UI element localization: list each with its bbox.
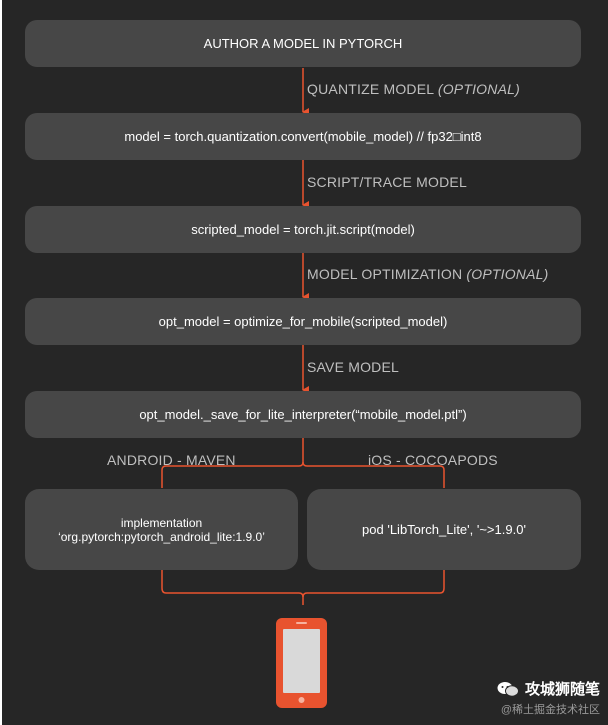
step-author-text: AUTHOR A MODEL IN PYTORCH bbox=[203, 36, 403, 51]
branch-ios-label: iOS - COCOAPODS bbox=[368, 452, 498, 468]
branch-android-label: ANDROID - MAVEN bbox=[107, 452, 236, 468]
phone-icon bbox=[276, 618, 327, 708]
ios-box-text: pod 'LibTorch_Lite', '~>1.9.0' bbox=[362, 522, 526, 537]
android-line-1: implementation bbox=[120, 515, 203, 530]
edge-save-label: SAVE MODEL bbox=[307, 359, 399, 375]
edge-quantize-label: QUANTIZE MODEL (OPTIONAL) bbox=[307, 81, 520, 97]
edge-optimize-label: MODEL OPTIMIZATION (OPTIONAL) bbox=[307, 266, 549, 282]
step-save-text: opt_model._save_for_lite_interpreter(“mo… bbox=[139, 407, 467, 422]
step-script-text: scripted_model = torch.jit.script(model) bbox=[191, 222, 415, 237]
watermark-sub: @稀土掘金技术社区 bbox=[500, 704, 600, 716]
wechat-icon bbox=[497, 681, 519, 697]
branch-left-bottom bbox=[161, 570, 304, 605]
edge-script-label: SCRIPT/TRACE MODEL bbox=[307, 174, 467, 190]
step-script: scripted_model = torch.jit.script(model) bbox=[25, 206, 581, 253]
watermark-title: 攻城狮随笔 bbox=[524, 681, 600, 698]
step-quantize: model = torch.quantization.convert(mobil… bbox=[25, 113, 581, 160]
watermark: 攻城狮随笔 @稀土掘金技术社区 bbox=[497, 678, 600, 717]
android-line-2: ‘org.pytorch:pytorch_android_lite:1.9.0’ bbox=[58, 529, 265, 544]
step-quantize-text: model = torch.quantization.convert(mobil… bbox=[124, 129, 482, 144]
step-optimize-text: opt_model = optimize_for_mobile(scripted… bbox=[158, 314, 448, 329]
step-save: opt_model._save_for_lite_interpreter(“mo… bbox=[25, 391, 581, 438]
step-optimize: opt_model = optimize_for_mobile(scripted… bbox=[25, 298, 581, 345]
branch-right-bottom bbox=[302, 570, 445, 598]
step-author: AUTHOR A MODEL IN PYTORCH bbox=[25, 20, 581, 67]
android-box: implementation ‘org.pytorch:pytorch_andr… bbox=[25, 489, 298, 570]
branch-right-top bbox=[302, 461, 445, 488]
ios-box: pod 'LibTorch_Lite', '~>1.9.0' bbox=[307, 489, 581, 570]
